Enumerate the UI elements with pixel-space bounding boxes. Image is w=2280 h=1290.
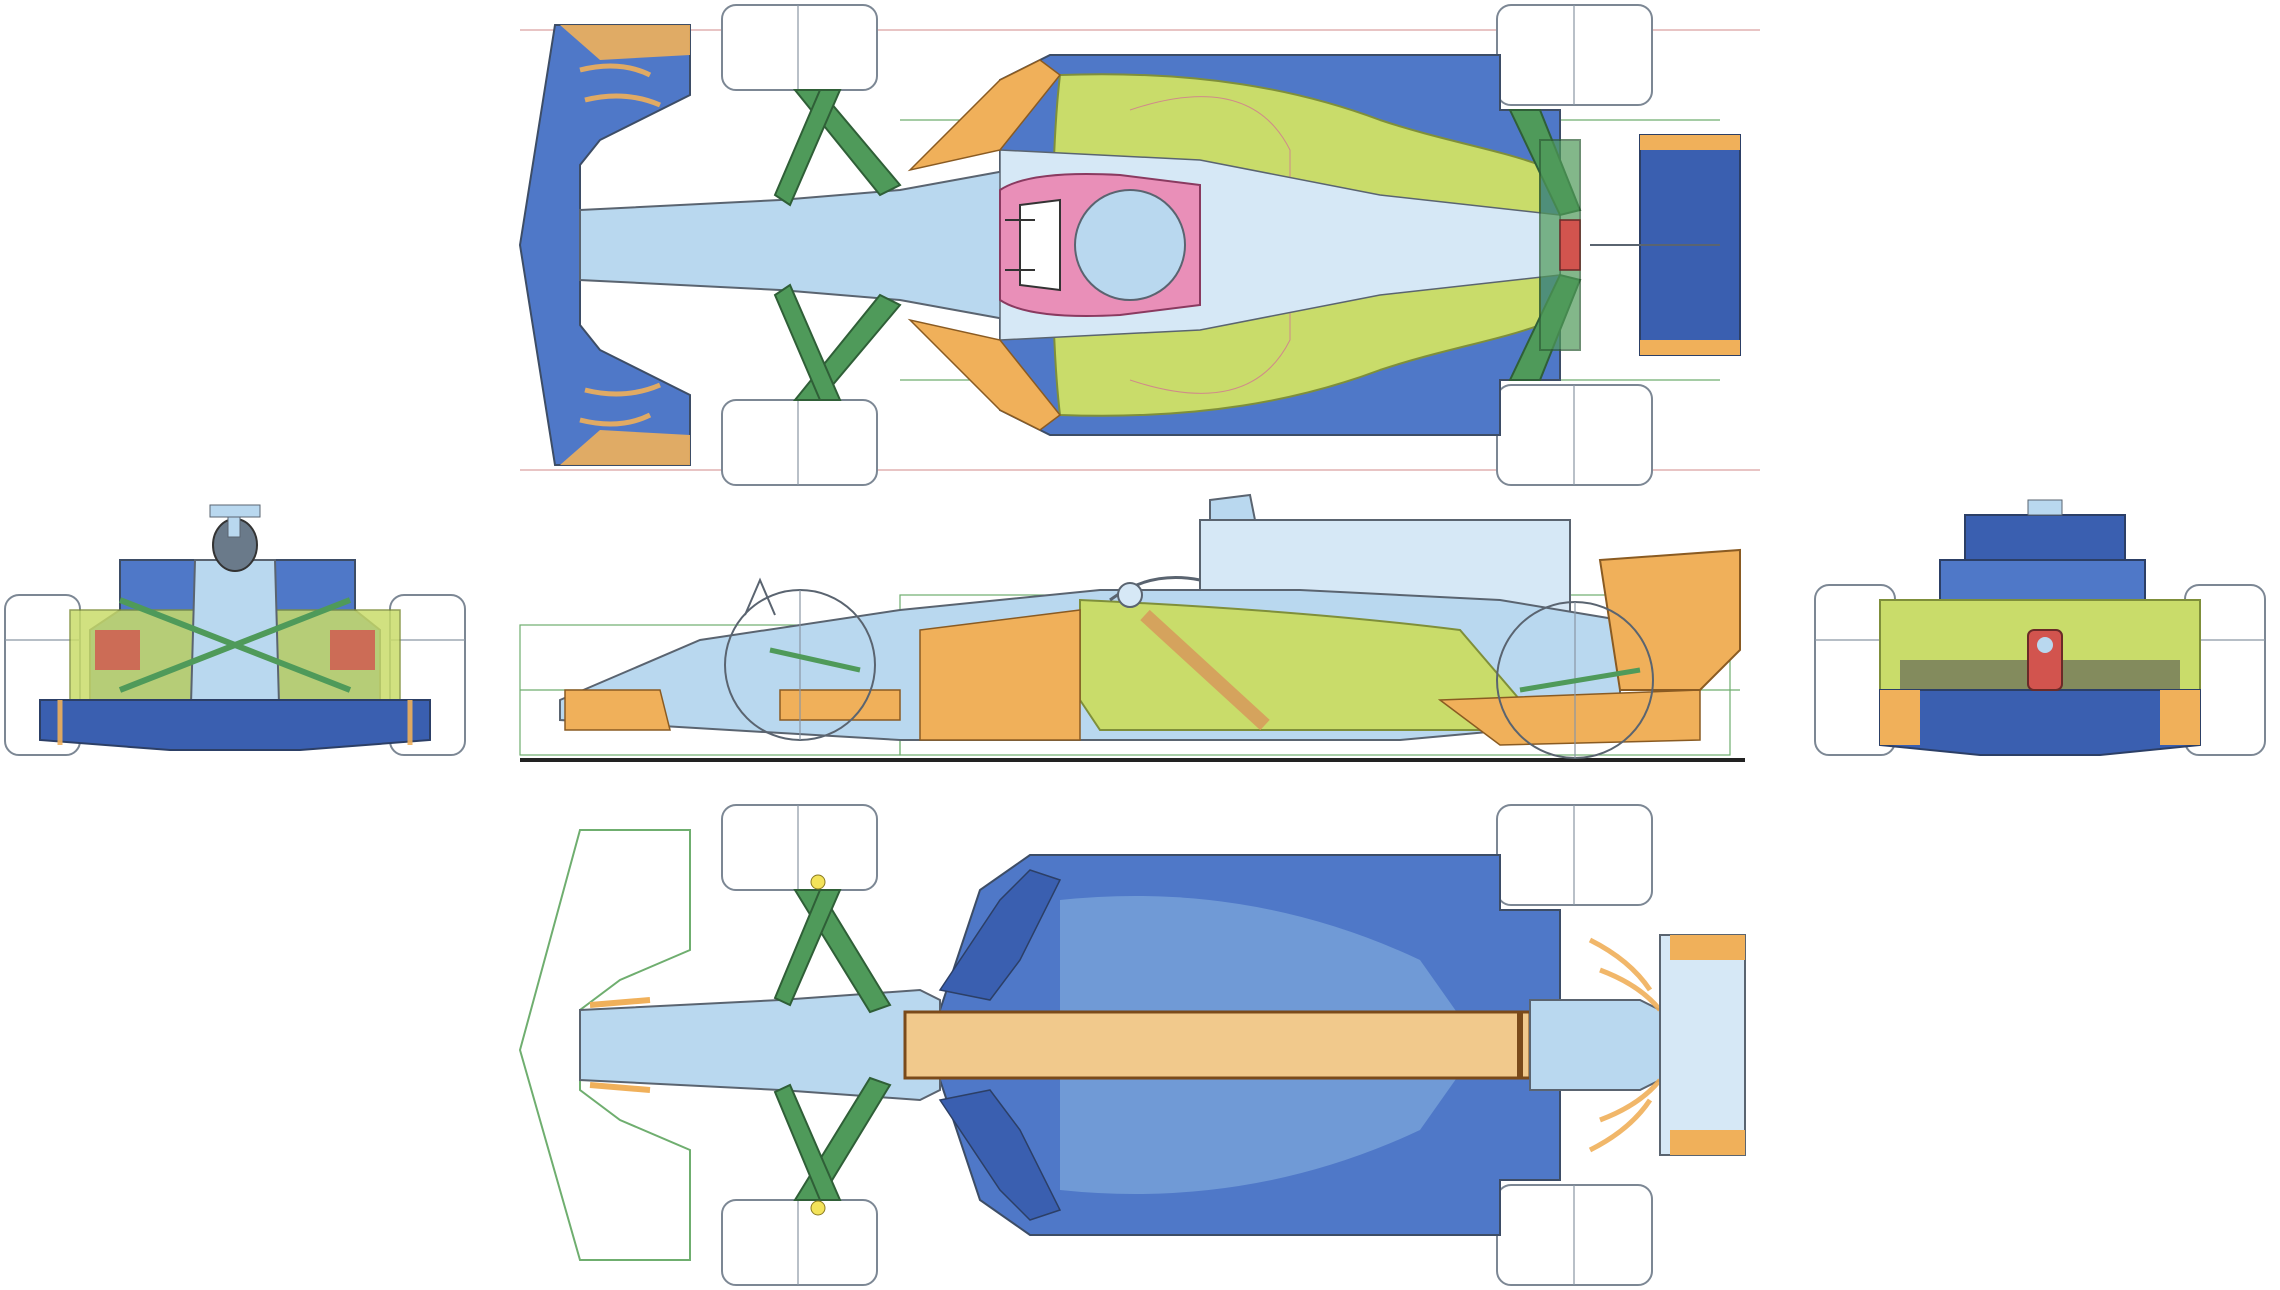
top-nose [579, 158, 1061, 332]
bottom-view [518, 804, 1746, 1286]
bottom-rear-wing [1659, 934, 1746, 1156]
side-view [519, 493, 1745, 762]
top-front-wing [518, 24, 691, 466]
bottom-front-suspension [773, 889, 892, 1201]
rear-light [2027, 629, 2063, 691]
top-view [518, 4, 1760, 486]
top-front-wing-endplate-left [560, 25, 690, 60]
side-rear-wing [1598, 548, 1741, 691]
bottom-plank [903, 1010, 1532, 1080]
front-view [4, 504, 466, 756]
bottom-front-right-tyre [721, 1199, 878, 1286]
side-bargeboards [919, 609, 1081, 741]
rear-view [1814, 499, 2266, 756]
bottom-nose [579, 988, 941, 1102]
top-front-wing-endplate-right [560, 430, 690, 465]
front-wing-front [39, 699, 431, 751]
top-cockpit-opening [1074, 189, 1186, 301]
side-front-wing [564, 689, 671, 731]
top-front-left-tyre [721, 4, 878, 91]
top-halo [1019, 198, 1061, 292]
rear-diffuser [1879, 689, 2201, 756]
side-sidepod [1079, 598, 1521, 731]
bottom-front-wing [518, 829, 691, 1261]
top-front-suspension [773, 89, 902, 401]
top-bargeboards [907, 59, 1062, 431]
top-front-right-tyre [721, 399, 878, 486]
bottom-front-left-tyre [721, 804, 878, 891]
